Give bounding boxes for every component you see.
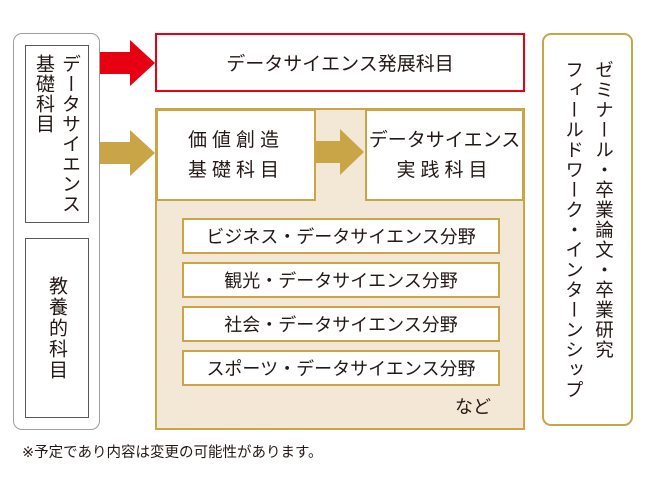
value-creation-line2: 基礎科目 xyxy=(187,159,284,181)
practice-line1: データサイエンス xyxy=(368,129,521,151)
advanced-subjects-label: データサイエンス発展科目 xyxy=(226,53,454,75)
field-item: スポーツ・データサイエンス分野 xyxy=(182,350,500,386)
field-society-label: 社会・データサイエンス分野 xyxy=(224,315,458,336)
gold-arrow-shape xyxy=(100,130,155,176)
field-tourism-label: 観光・データサイエンス分野 xyxy=(224,271,458,292)
field-item: 社会・データサイエンス分野 xyxy=(182,306,500,342)
value-creation-line1: 価値創造 xyxy=(187,129,284,151)
value-creation-box: 価値創造 基礎科目 xyxy=(156,109,316,201)
red-arrow-icon xyxy=(100,40,155,86)
seminar-fieldwork-box: ゼミナール・卒業論文・卒業研究 フィールドワーク・インターンシップ xyxy=(542,33,633,426)
practice-line2: 実践科目 xyxy=(396,159,493,181)
field-item: ビジネス・データサイエンス分野 xyxy=(182,218,500,254)
etc-label: など xyxy=(455,397,491,418)
advanced-subjects-box: データサイエンス発展科目 xyxy=(155,33,525,92)
seminar-thesis-line: ゼミナール・卒業論文・卒業研究 xyxy=(592,59,614,360)
field-business-label: ビジネス・データサイエンス分野 xyxy=(206,227,476,248)
footnote: ※予定であり内容は変更の可能性があります。 xyxy=(22,445,323,461)
liberal-arts-box: 教養的科目 xyxy=(25,238,89,418)
field-item: 観光・データサイエンス分野 xyxy=(182,262,500,298)
inner-gold-arrow-shape xyxy=(316,129,364,175)
practice-box: データサイエンス 実践科目 xyxy=(365,109,524,201)
gold-arrow-icon xyxy=(100,130,155,176)
inner-gold-arrow-icon xyxy=(316,129,364,175)
data-science-basic-line2: 基礎科目 xyxy=(33,54,55,134)
liberal-arts-label: 教養的科目 xyxy=(46,275,68,381)
red-arrow-shape xyxy=(100,40,155,86)
field-sports-label: スポーツ・データサイエンス分野 xyxy=(206,359,476,380)
fieldwork-internship-line: フィールドワーク・インターンシップ xyxy=(562,59,584,400)
data-science-basic-box: データサイエンス 基礎科目 xyxy=(25,45,89,223)
data-science-basic-line1: データサイエンス xyxy=(59,54,81,214)
seminar-fieldwork-label: ゼミナール・卒業論文・卒業研究 フィールドワーク・インターンシップ xyxy=(558,60,618,400)
data-science-basic-label: データサイエンス 基礎科目 xyxy=(31,54,83,214)
